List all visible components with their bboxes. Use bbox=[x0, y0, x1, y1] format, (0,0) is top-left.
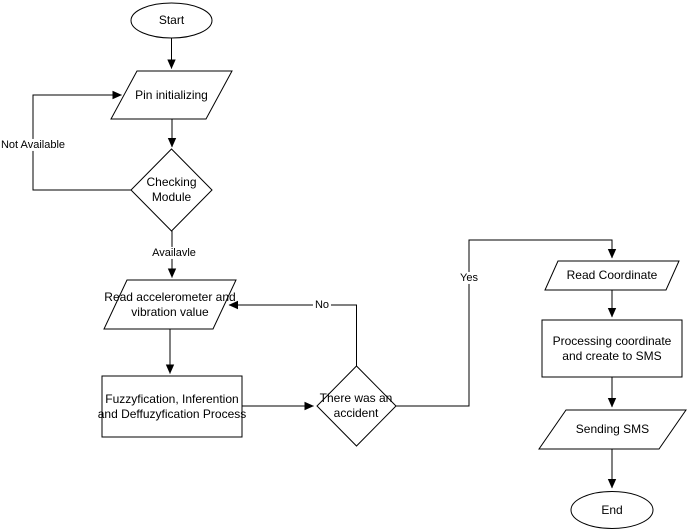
read-accelerometer-parallelogram bbox=[103, 279, 237, 330]
start-terminator-shape bbox=[130, 2, 213, 39]
end-terminator-shape bbox=[570, 491, 654, 529]
edge-label-not-available: Not Available bbox=[0, 138, 68, 152]
processing-coordinate-rect bbox=[541, 319, 683, 378]
edge-label-available: Availavle bbox=[150, 246, 198, 260]
fuzzyfication-process-rect bbox=[101, 375, 243, 438]
sending-sms-parallelogram bbox=[538, 409, 687, 450]
pin-initializing-parallelogram bbox=[110, 70, 233, 120]
accident-decision-diamond bbox=[316, 365, 397, 447]
checking-module-diamond bbox=[130, 148, 213, 232]
edge-accident-to-readcoord-yes bbox=[396, 239, 617, 407]
read-coordinate-parallelogram bbox=[544, 260, 680, 291]
edge-label-no: No bbox=[312, 298, 332, 312]
edge-accident-to-readaccel-no bbox=[228, 300, 357, 366]
edge-label-yes: Yes bbox=[458, 271, 480, 285]
